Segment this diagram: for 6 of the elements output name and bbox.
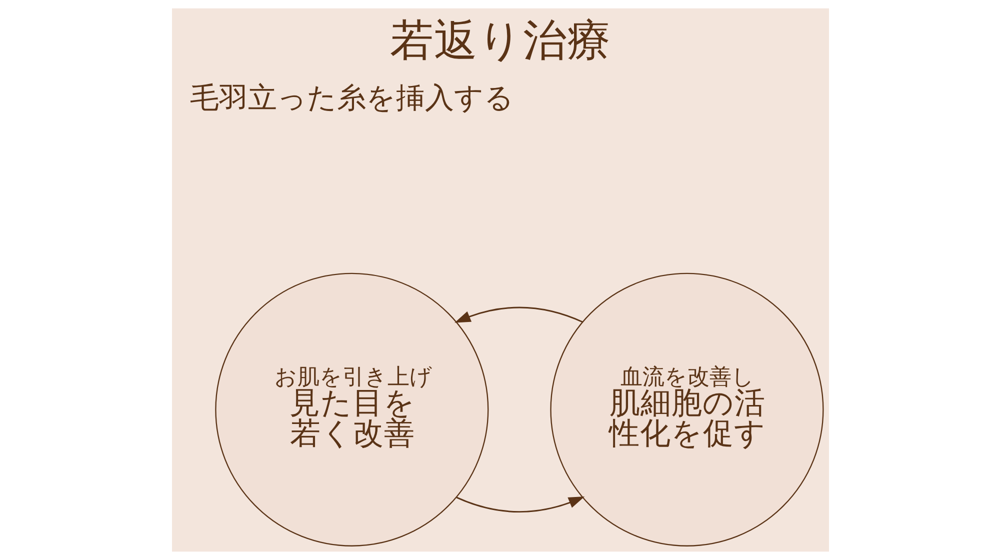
arrow <box>454 306 582 323</box>
diagram-title: 若返り治療 <box>390 14 610 66</box>
arrow <box>456 496 584 512</box>
label: 毛羽立った糸を挿入する <box>189 80 514 114</box>
node-circle: お肌を引き上げ 見た目を若く改善 <box>214 272 488 546</box>
node-circle: 血流を改善し 肌細胞の活性化を促す <box>550 272 824 546</box>
